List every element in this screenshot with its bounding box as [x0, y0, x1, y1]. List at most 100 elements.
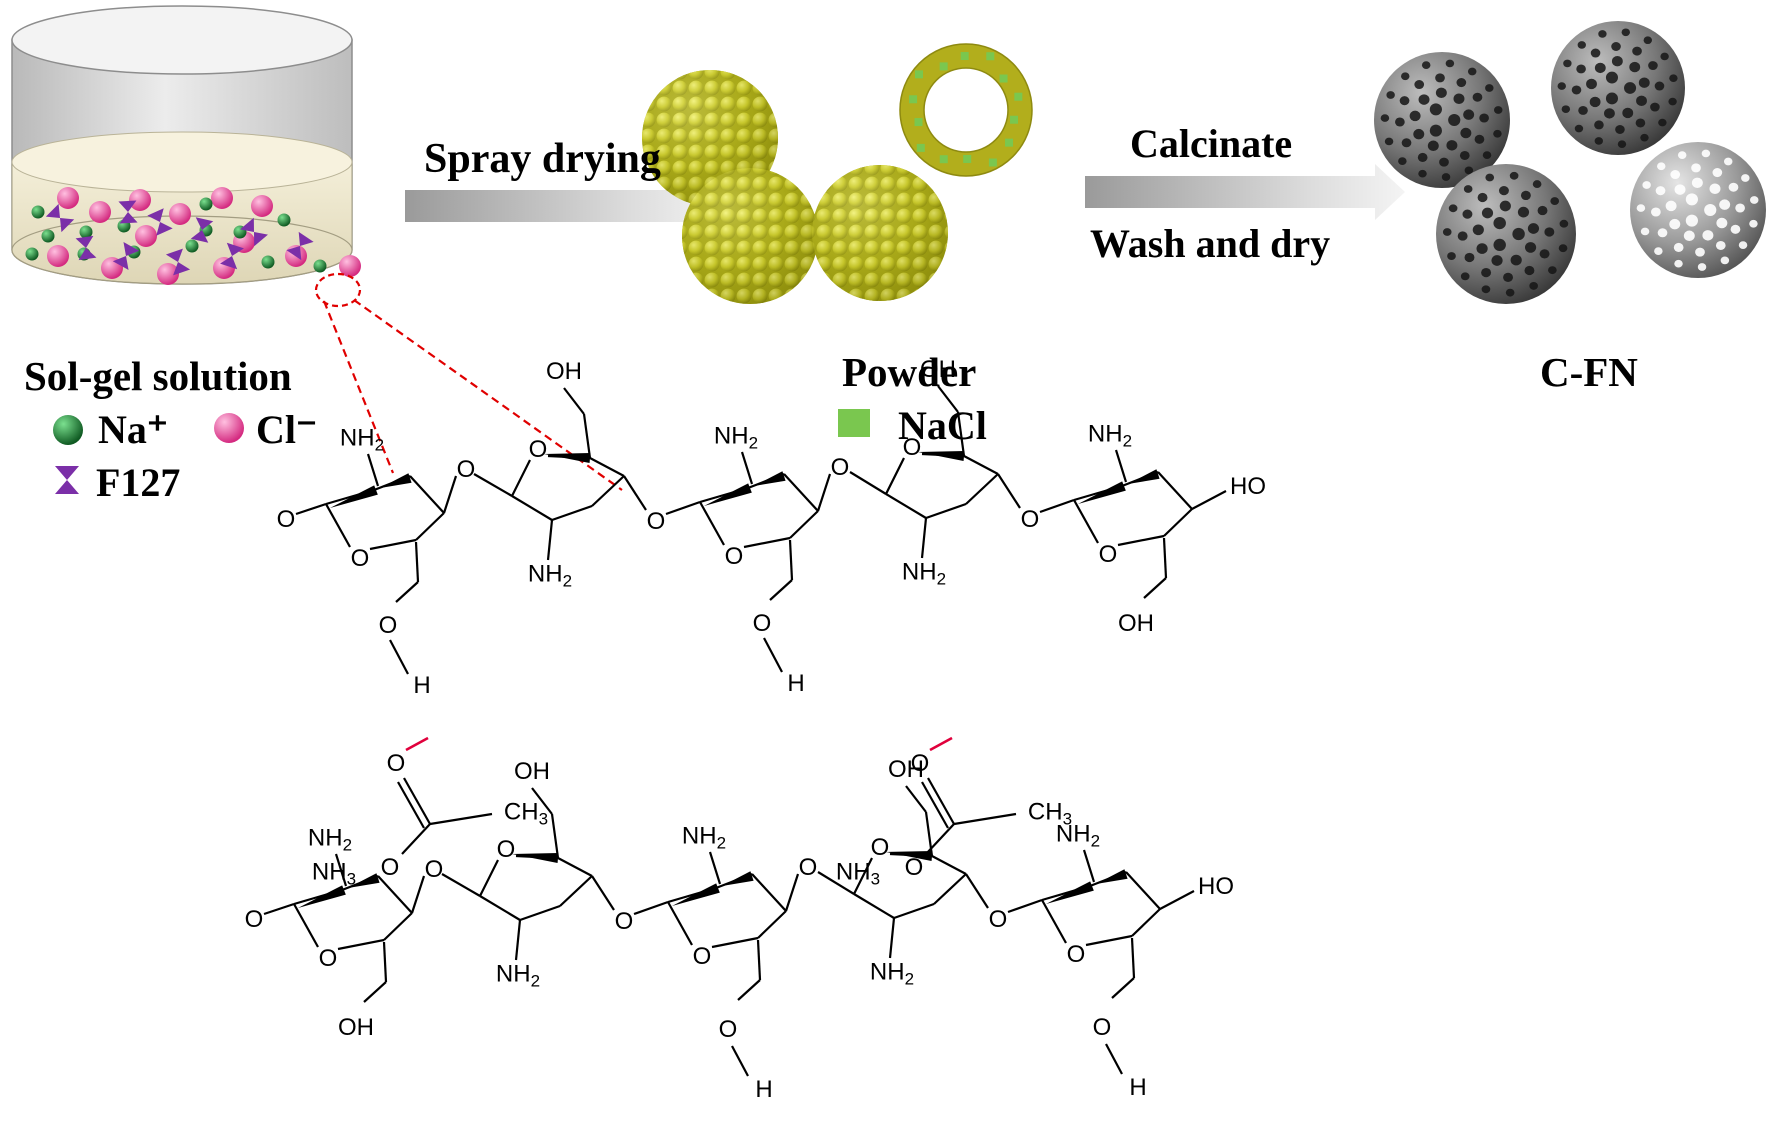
calcinate-label: Calcinate	[1130, 121, 1293, 166]
pore-icon	[1586, 78, 1597, 90]
nacl-crystal-icon	[960, 52, 969, 61]
amine-label: NH2	[1087, 420, 1133, 451]
pore-icon	[1730, 224, 1741, 234]
hydroxyl-label: OH	[1118, 610, 1154, 637]
pore-icon	[1460, 272, 1470, 281]
porous-sphere-icon	[1630, 142, 1766, 278]
pore-icon	[1604, 108, 1615, 119]
arrow-right-icon	[405, 178, 725, 234]
f127-legend-label: F127	[96, 460, 181, 505]
amine-label: NH2	[901, 558, 947, 589]
na-ion-icon	[261, 255, 275, 269]
pore-icon	[1503, 272, 1514, 282]
pore-icon	[1413, 128, 1425, 140]
pore-icon	[1719, 199, 1731, 210]
pore-icon	[1472, 92, 1483, 102]
pore-icon	[1517, 206, 1530, 218]
pore-icon	[1482, 151, 1492, 159]
nacl-crystal-icon	[916, 143, 925, 152]
pore-icon	[1524, 265, 1535, 276]
pore-icon	[1632, 46, 1642, 56]
pore-icon	[1723, 157, 1733, 166]
pore-icon	[1417, 152, 1428, 162]
ring-oxygen-label: O	[724, 543, 744, 570]
pore-icon	[1409, 110, 1421, 122]
glycosidic-oxygen-label: O	[988, 906, 1008, 933]
pore-icon	[1395, 117, 1405, 127]
pore-icon	[1505, 288, 1515, 297]
side-oxygen-label: O	[1092, 1014, 1112, 1041]
pore-icon	[1611, 42, 1621, 51]
pore-icon	[1738, 241, 1748, 249]
pore-icon	[1640, 227, 1650, 236]
f127-icon	[165, 248, 191, 276]
c-fn-label: C-FN	[1540, 349, 1638, 395]
glycosidic-oxygen-label: O	[424, 856, 444, 883]
pore-icon	[1527, 223, 1540, 234]
spray-drying-label: Spray drying	[424, 136, 661, 182]
pore-icon	[1435, 87, 1447, 99]
pore-icon	[1499, 200, 1511, 212]
side-oxygen-label: O	[718, 1016, 738, 1043]
ammonium-label: NH3	[835, 858, 881, 889]
pore-icon	[1448, 114, 1461, 126]
pore-icon	[1658, 118, 1667, 127]
pore-icon	[1421, 61, 1431, 69]
side-oxygen-label: O	[752, 610, 772, 637]
pore-icon	[1669, 218, 1681, 230]
glycosidic-oxygen-label: O	[456, 456, 476, 483]
pore-icon	[1380, 114, 1390, 122]
pore-icon	[1674, 184, 1686, 195]
pore-icon	[1462, 209, 1473, 219]
pore-icon	[1418, 94, 1430, 105]
pore-icon	[1695, 247, 1705, 257]
pore-icon	[1479, 113, 1489, 123]
cl-ion-icon	[169, 203, 191, 225]
pore-icon	[1691, 163, 1701, 173]
hydroxyl-label: OH	[546, 358, 582, 385]
pore-icon	[1640, 133, 1649, 142]
pore-icon	[1749, 219, 1758, 228]
pore-icon	[1656, 162, 1666, 171]
pore-icon	[1665, 200, 1677, 212]
cl-ion-icon	[339, 255, 361, 277]
cl-ion-icon	[89, 201, 111, 223]
pore-icon	[1654, 81, 1665, 91]
methyl-label: CH3	[1027, 798, 1073, 829]
na-ion-icon	[277, 213, 291, 227]
pore-icon	[1448, 204, 1458, 213]
pore-icon	[1561, 105, 1571, 113]
cl-legend-icon	[214, 413, 244, 443]
pore-icon	[1638, 77, 1650, 88]
pore-icon	[1728, 182, 1739, 192]
f127-icon	[118, 200, 138, 224]
pore-icon	[1635, 118, 1646, 128]
pore-icon	[1439, 157, 1449, 167]
glycosidic-oxygen-label: O	[830, 454, 850, 481]
nacl-crystal-icon	[988, 158, 997, 167]
pore-icon	[1456, 78, 1467, 88]
na-ion-icon	[25, 247, 39, 261]
pore-icon	[1481, 285, 1491, 294]
pore-icon	[1611, 56, 1623, 67]
pore-icon	[1459, 150, 1470, 161]
f127-icon	[45, 203, 75, 233]
pore-icon	[1709, 183, 1721, 194]
cl-legend-label: Cl⁻	[256, 407, 318, 452]
pore-icon	[1578, 105, 1588, 115]
side-oxygen-label: O	[378, 612, 398, 639]
f127-icon	[220, 242, 244, 270]
pore-icon	[1491, 255, 1503, 266]
pore-icon	[1435, 73, 1445, 83]
pore-icon	[1704, 204, 1717, 216]
pore-icon	[1720, 256, 1730, 265]
pore-icon	[1532, 180, 1542, 189]
ring-oxygen-label: O	[692, 943, 712, 970]
pore-icon	[1401, 138, 1412, 148]
pore-icon	[1539, 249, 1550, 259]
pore-icon	[1446, 140, 1458, 151]
pore-icon	[1654, 247, 1663, 255]
hydroxyl-label: OH	[920, 356, 956, 383]
